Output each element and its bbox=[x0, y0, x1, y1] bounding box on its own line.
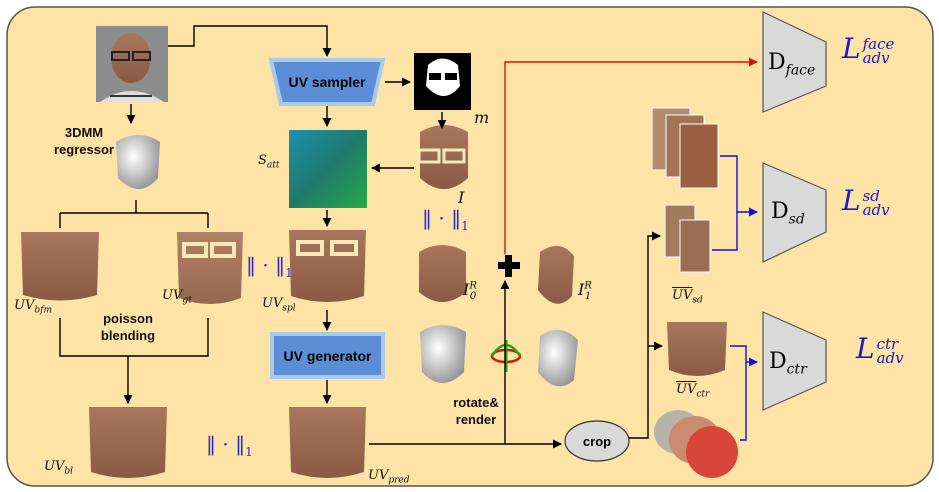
uv-bfm-label: UVbfm bbox=[14, 298, 52, 316]
s-att-label: Satt bbox=[258, 153, 280, 171]
uv-sd-label: UVsd bbox=[672, 288, 703, 306]
uv-bl-label: UVbl bbox=[44, 459, 73, 477]
3dmm-mesh-face bbox=[116, 135, 160, 189]
line-blending bbox=[59, 318, 209, 357]
discriminator-sd-label: Dsd bbox=[771, 199, 805, 228]
arrow-sdstack-to-dsd bbox=[712, 212, 738, 251]
uv-generator-block bbox=[270, 332, 385, 379]
arrow-photo-to-sampler bbox=[168, 25, 332, 57]
discriminator-face-shape bbox=[762, 11, 827, 113]
uv-pred-label: UVpred bbox=[368, 468, 410, 486]
mesh-side-face bbox=[538, 329, 578, 387]
crop-block bbox=[564, 420, 630, 462]
i1-label: IR1 bbox=[578, 280, 592, 303]
uv-generator-label: UV generator bbox=[283, 347, 372, 364]
rendered-face-i1 bbox=[538, 245, 574, 304]
uv-spl-image bbox=[289, 230, 366, 302]
uv-ctr-image bbox=[667, 322, 727, 376]
arrow-crop-to-sd bbox=[629, 231, 661, 439]
l1-norm-gt-spl: ‖ · ‖1 bbox=[246, 253, 293, 280]
plus-icon bbox=[498, 255, 520, 277]
line-mesh-split bbox=[59, 200, 209, 228]
discriminator-ctr-label: Dctr bbox=[769, 349, 807, 378]
uv-bl-image bbox=[89, 407, 167, 478]
m-label: m bbox=[474, 108, 490, 127]
arrow-realstack-to-dsd bbox=[720, 155, 758, 217]
discriminator-ctr-shape bbox=[762, 311, 827, 411]
arrow-uvctr-to-dctr bbox=[730, 345, 758, 367]
rendered-face-i0 bbox=[419, 245, 466, 302]
uv-sampler-block bbox=[268, 58, 386, 106]
i0-label: IR0 bbox=[463, 280, 477, 303]
uv-gt-image bbox=[177, 232, 243, 304]
discriminator-sd-shape bbox=[762, 162, 827, 263]
uv-sampler-label: UV sampler bbox=[288, 74, 366, 90]
masked-face-image bbox=[417, 125, 468, 189]
arrow-real-to-dface bbox=[504, 57, 758, 254]
red-face-stack bbox=[654, 410, 738, 478]
discriminator-face-label: Dface bbox=[768, 50, 816, 79]
l1-norm-bl-pred: ‖ · ‖1 bbox=[206, 432, 253, 459]
uv-sd-stack bbox=[664, 204, 711, 273]
real-face-stack bbox=[651, 107, 719, 189]
l1-norm-face: ‖ · ‖1 bbox=[422, 206, 469, 233]
uv-gt-label: UVgt bbox=[162, 288, 192, 306]
face-mask-image bbox=[414, 53, 471, 110]
rotate-icon bbox=[490, 340, 522, 372]
mesh-front-face bbox=[420, 325, 466, 383]
arrow-redstack-to-dctr bbox=[740, 362, 747, 441]
uv-ctr-label: UVctr bbox=[676, 382, 710, 400]
attention-uv-map bbox=[289, 130, 367, 208]
uv-spl-label: UVspl bbox=[262, 296, 296, 314]
i-label: I bbox=[458, 188, 465, 207]
rotate-render-label: rotate&render bbox=[453, 395, 499, 427]
crop-label: crop bbox=[582, 433, 612, 449]
uv-pred-image bbox=[289, 407, 366, 478]
uv-bfm-image bbox=[21, 232, 99, 301]
input-photo bbox=[96, 26, 168, 102]
